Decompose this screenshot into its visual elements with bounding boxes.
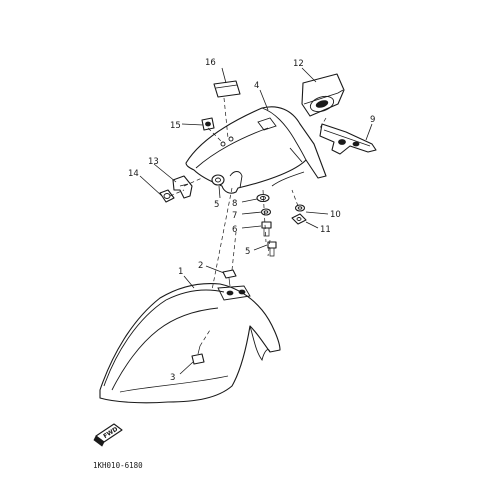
callout-leader-lines: [139, 67, 373, 375]
callout-13: 13: [148, 157, 159, 167]
callout-6: 6: [232, 225, 237, 235]
part-12-tail-lamp[interactable]: [301, 73, 345, 117]
part-14-grommet[interactable]: [159, 189, 175, 203]
callout-7: 7: [232, 211, 237, 221]
fwd-direction-badge: FWD: [93, 423, 123, 447]
callout-8: 8: [232, 199, 237, 209]
callout-5-upper: 5: [214, 200, 219, 210]
part-7-washer[interactable]: [260, 208, 272, 216]
callout-1: 1: [178, 267, 183, 277]
callout-labels: 16 12 4 9 15 13 14 5 8 7 6 5 10 11 1 2 3: [128, 58, 375, 383]
callout-4: 4: [254, 81, 259, 91]
assembly-guide-lines: [169, 97, 327, 347]
callout-11: 11: [320, 225, 331, 235]
callout-5-lower: 5: [245, 247, 250, 257]
callout-2: 2: [198, 261, 203, 271]
part-8-collar[interactable]: [256, 193, 270, 203]
part-4-rear-fender[interactable]: [185, 106, 327, 194]
part-6-bolt[interactable]: [261, 221, 272, 237]
callout-12: 12: [293, 59, 304, 69]
part-15-clip[interactable]: [201, 117, 215, 131]
part-3-bolt[interactable]: [191, 345, 205, 365]
part-10-washer[interactable]: [294, 204, 306, 212]
callout-9: 9: [370, 115, 375, 125]
part-5-bolt-lower[interactable]: [267, 241, 277, 257]
callout-10: 10: [330, 210, 341, 220]
part-5-collar-upper[interactable]: [211, 174, 225, 186]
callout-14: 14: [128, 169, 139, 179]
part-2-bolt[interactable]: [222, 269, 237, 287]
callout-16: 16: [205, 58, 216, 68]
callout-3: 3: [170, 373, 175, 383]
callout-15: 15: [170, 121, 181, 131]
drawing-code: 1KH010-6180: [93, 461, 143, 470]
part-1-front-fender[interactable]: [99, 282, 281, 404]
part-11-nut[interactable]: [291, 213, 307, 225]
part-9-plate-bracket[interactable]: [319, 123, 377, 155]
part-13-stay[interactable]: [172, 175, 193, 199]
part-16-decal[interactable]: [213, 80, 241, 98]
